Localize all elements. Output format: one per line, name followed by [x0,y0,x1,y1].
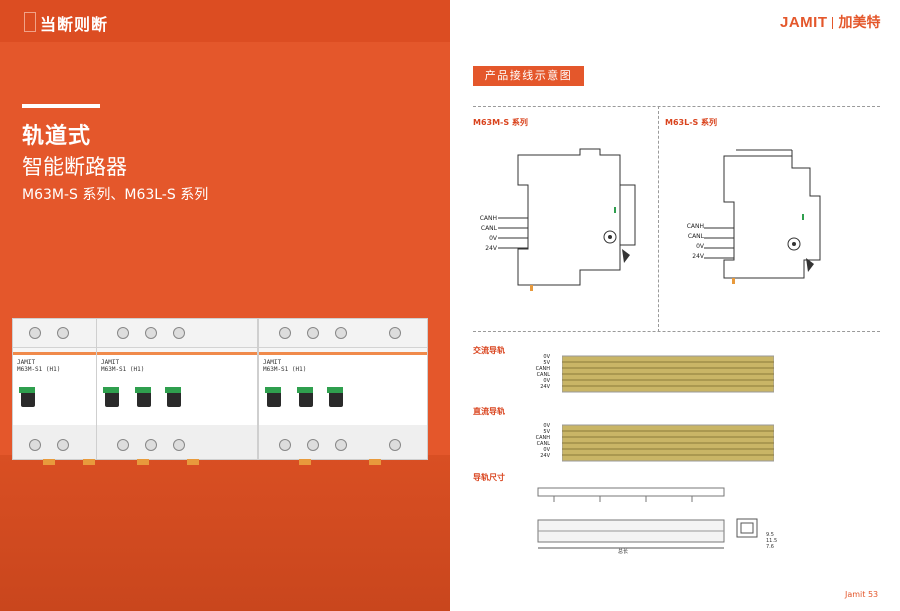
rail-wire-label: CANH [535,366,550,372]
rail-cross-section [736,518,758,538]
rail-wire-label: CANH [535,435,550,441]
brand-seal-icon [24,12,36,32]
title-accent-line [22,104,100,108]
terminal-screw-icon [117,439,129,451]
wire-label: CANL [687,233,704,240]
slogan: 当断则断 [40,15,109,34]
terminal-screw-icon [335,327,347,339]
terminal-screw-icon [279,439,291,451]
rail-wire-label: CANL [536,372,550,378]
divider [658,106,659,332]
rail-length-label: 总长 [618,549,629,555]
dim-label: 9.5 [766,532,774,538]
wire-label: 24V [692,253,704,260]
series-label: M63M-S 系列、M63L-S 系列 [22,187,209,203]
lever-icon [137,391,151,407]
rail-wire-label: 0V [543,378,550,384]
wire-label: CANL [480,225,497,232]
rail-wire-label: 5V [543,429,550,435]
dim-label: 7.6 [766,544,774,550]
divider [473,106,880,107]
rail-size-diagram [537,487,725,549]
status-indicator [135,387,151,393]
wire-label: 0V [696,243,704,250]
status-indicator [165,387,181,393]
dc-rail-diagram [562,424,774,462]
diagram-label-m63m: M63M-S 系列 [473,118,528,127]
rail-wire-label: CANL [536,441,550,447]
status-indicator [19,387,35,393]
top-bar [0,0,450,42]
wire-label: CANH [686,223,704,230]
logo-cn: 加美特 [838,15,881,31]
page-footer: Jamit 53 [845,590,879,599]
terminal-screw-icon [279,327,291,339]
terminal-screw-icon [307,327,319,339]
rail-size-label: 导轨尺寸 [473,473,505,482]
rail-wire-label: 0V [543,447,550,453]
rail-wire-label: 24V [540,453,550,459]
terminal-screw-icon [117,327,129,339]
lever-icon [21,391,35,407]
ac-rail-label: 交流导轨 [473,346,505,355]
terminal-screw-icon [307,439,319,451]
lever-icon [329,391,343,407]
rail-wire-label: 24V [540,384,550,390]
terminal-screw-icon [145,439,157,451]
terminal-screw-icon [145,327,157,339]
page-subtitle: 智能断路器 [22,155,127,179]
rail-wire-label: 0V [543,423,550,429]
terminal-screw-icon [389,327,401,339]
terminal-screw-icon [57,327,69,339]
brand-logo: JAMIT 加美特 [780,12,881,32]
status-indicator [265,387,281,393]
m63m-wiring-diagram [498,148,636,291]
status-indicator [103,387,119,393]
diagram-label-m63l: M63L-S 系列 [665,118,718,127]
product-floor [0,455,450,611]
divider [473,331,880,332]
terminal-screw-icon [335,439,347,451]
dc-rail-label: 直流导轨 [473,407,505,416]
terminal-screw-icon [173,439,185,451]
wire-label: CANH [479,215,497,222]
logo-wordmark: JAMIT [780,14,828,31]
terminal-screw-icon [29,327,41,339]
wire-label: 0V [489,235,497,242]
terminal-screw-icon [173,327,185,339]
page-title: 轨道式 [22,124,92,149]
ac-rail-diagram [562,355,774,393]
section-title: 产品接线示意图 [473,66,584,86]
m63l-wiring-diagram [704,149,821,284]
left-page: 当断则断 轨道式 智能断路器 M63M-S 系列、M63L-S 系列 JAMIT… [0,0,450,611]
status-indicator [297,387,313,393]
rail-wire-label: 5V [543,360,550,366]
terminal-screw-icon [389,439,401,451]
rail-wire-label: 0V [543,354,550,360]
lever-icon [105,391,119,407]
lever-icon [267,391,281,407]
wire-label: 24V [485,245,497,252]
dim-label: 11.5 [766,538,778,544]
lever-icon [299,391,313,407]
lever-icon [167,391,181,407]
terminal-screw-icon [29,439,41,451]
terminal-screw-icon [57,439,69,451]
status-indicator [327,387,343,393]
